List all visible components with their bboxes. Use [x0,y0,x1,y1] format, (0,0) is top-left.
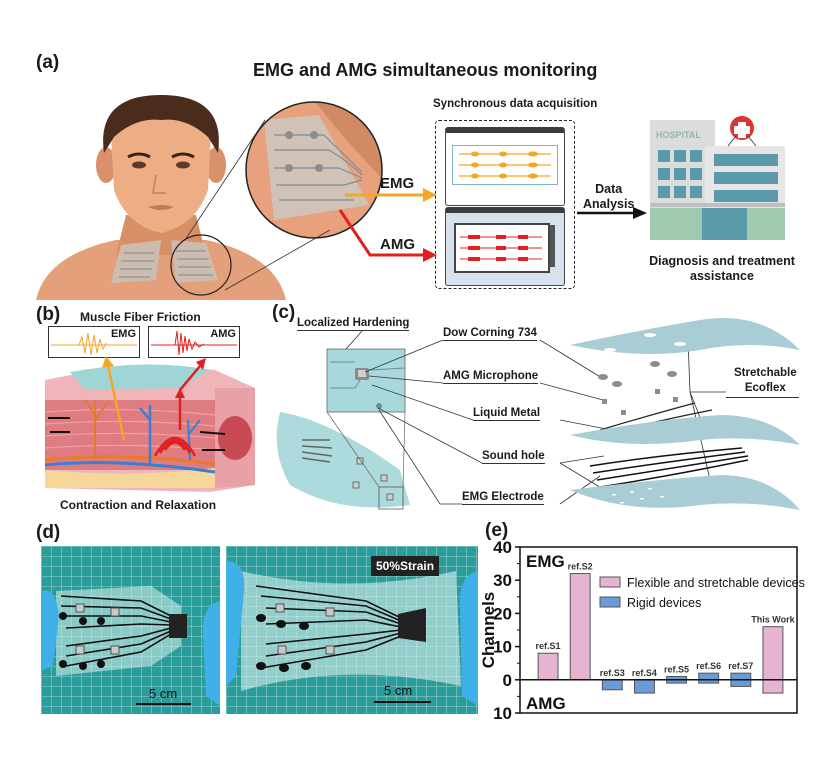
bar-ref-s4 [633,679,655,694]
bar-label: ref.S1 [536,641,561,651]
emg-burst-waveform [51,332,137,356]
legend-label: Flexible and stretchable devices [627,576,805,590]
photo-unstretched: 5 cm [41,546,220,714]
bar-ref-s1 [537,652,559,681]
bar-ref-s6 [698,672,720,684]
panel-c-label: (c) [272,302,296,323]
y-tick-label: 0 [503,671,512,690]
emg-arrow-label: EMG [380,175,415,192]
data-analysis-line1: Data [595,182,623,196]
legend-swatch [599,576,621,588]
legend-swatch [599,596,621,608]
y-tick-label: 20 [493,604,512,623]
stretched-device-photo [226,546,478,714]
diagnosis-label: Diagnosis and treatment assistance [628,254,816,284]
amg-plot-area [454,223,550,273]
callout-stretchable-ecoflex: Stretchable Ecoflex [726,366,799,398]
amg-arrow-label: AMG [380,236,415,253]
bar-ref-s2 [569,573,591,681]
emg-waveforms [459,151,551,179]
amg-box-label: AMG [210,328,236,340]
person-illustration [36,95,286,300]
y-tick-label: 30 [493,571,512,590]
y-tick-label: 10 [493,638,512,657]
panel-b-title: Muscle Fiber Friction [80,310,201,324]
amg-region-label: AMG [526,694,566,713]
acquisition-label: Synchronous data acquisition [433,98,598,110]
emg-region-label: EMG [526,552,565,571]
bar-ref-s3 [601,679,623,691]
scale-bar-label-right: 5 cm [384,683,413,698]
scrollbar-graphic [550,225,555,267]
muscle-tissue-illustration [44,364,255,492]
callout-emg-electrode: EMG Electrode [462,491,544,505]
scale-bar-label-left: 5 cm [149,686,178,701]
panel-a-label: (a) [36,52,60,73]
strain-badge: 50%Strain [371,556,440,576]
ecoflex-line1: Stretchable [734,367,797,379]
emg-box-label: EMG [110,328,136,340]
panel-e-label: (e) [485,520,509,541]
emg-plot-area [452,145,558,185]
y-tick-label: 40 [493,538,512,557]
data-analysis-label: Data Analysis [583,182,634,212]
emg-signal-box: EMG [48,326,140,358]
callout-sound-hole: Sound hole [482,450,545,464]
bar-this-work [762,626,784,694]
amg-monitor-window [445,207,565,286]
data-analysis-line2: Analysis [583,197,635,211]
bar-label: ref.S3 [600,668,625,678]
bar-label: ref.S4 [632,668,657,678]
emg-monitor-window [445,127,565,206]
panel-d-label: (d) [36,522,61,543]
unstretched-device-photo [41,546,220,714]
callout-dow-corning: Dow Corning 734 [443,327,537,341]
panel-a-title: EMG and AMG simultaneous monitoring [253,60,598,80]
acquisition-box [435,120,575,289]
amg-burst-waveform [151,330,237,356]
amg-waveforms [460,235,542,261]
magnified-sensor-view [245,101,383,239]
amg-signal-box: AMG [148,326,240,358]
legend-label: Rigid devices [627,596,701,610]
plot-frame [519,546,798,714]
ecoflex-line2: Ecoflex [744,382,786,394]
bar-label: This Work [751,615,795,625]
diagnosis-line1: Diagnosis and treatment [649,254,795,268]
y-axis-label: Channels [479,592,498,669]
hospital-sign: HOSPITAL [656,130,701,140]
diagnosis-line2: assistance [690,269,754,283]
bar-label: ref.S6 [696,661,721,671]
bar-label: ref.S2 [568,562,593,572]
hospital-illustration: HOSPITAL [650,116,785,240]
photo-stretched: 5 cm 50%Strain [226,546,478,714]
panel-b-label: (b) [36,304,61,325]
y-tick-label: 10 [493,704,512,723]
bar-label: ref.S5 [664,664,689,674]
panel-b-caption: Contraction and Relaxation [60,498,217,512]
callout-liquid-metal: Liquid Metal [473,407,541,421]
bar-label: ref.S7 [728,661,753,671]
callout-localized-hardening: Localized Hardening [297,317,410,331]
callout-amg-microphone: AMG Microphone [443,370,539,384]
